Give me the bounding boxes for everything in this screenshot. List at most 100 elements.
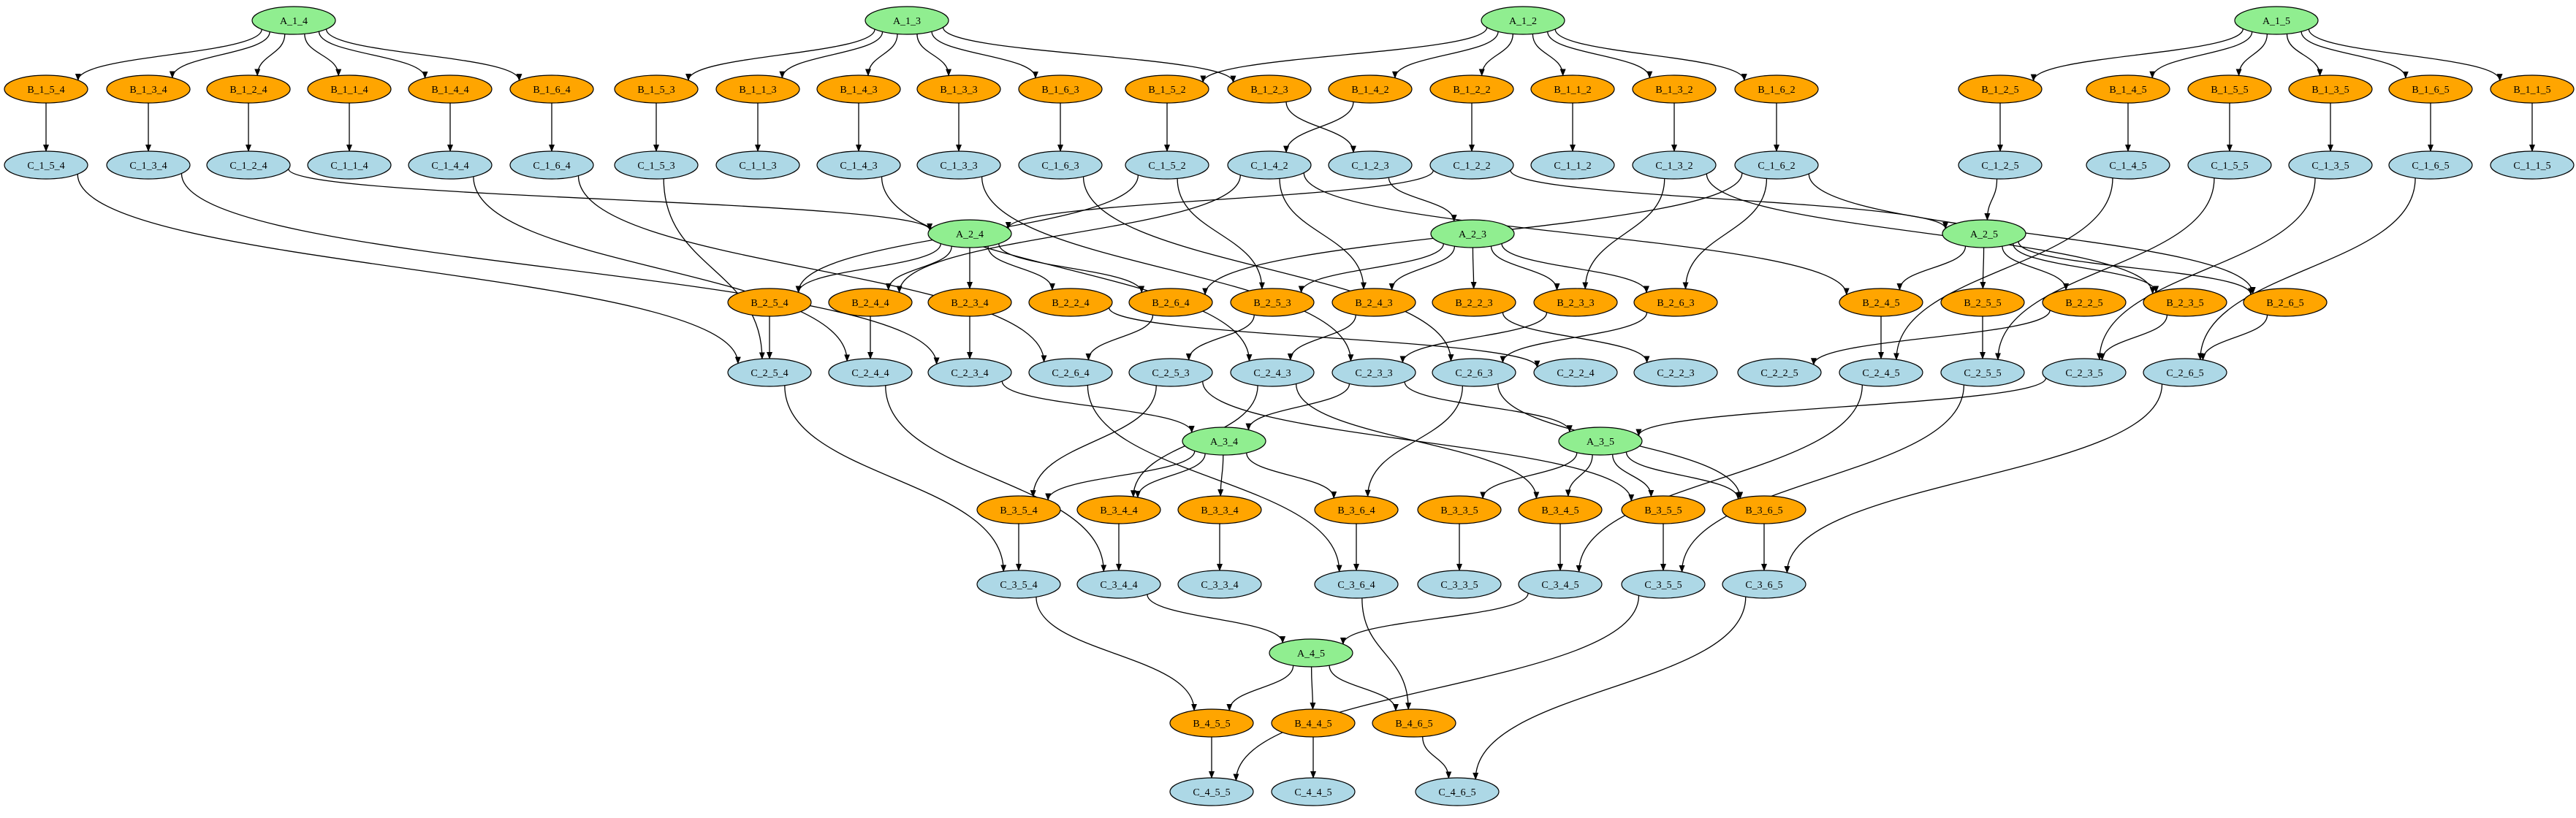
node-B_3_4_5[interactable]: B_3_4_5 xyxy=(1518,495,1603,524)
node-B_2_4_5[interactable]: B_2_4_5 xyxy=(1839,288,1923,317)
node-B_1_3_5[interactable]: B_1_3_5 xyxy=(2288,74,2373,104)
node-B_1_4_3[interactable]: B_1_4_3 xyxy=(816,74,901,104)
node-C_1_2_4[interactable]: C_1_2_4 xyxy=(206,150,291,180)
node-C_4_6_5[interactable]: C_4_6_5 xyxy=(1415,777,1500,806)
node-C_2_4_5[interactable]: C_2_4_5 xyxy=(1839,358,1923,387)
node-B_1_2_2[interactable]: B_1_2_2 xyxy=(1429,74,1514,104)
node-B_3_3_4[interactable]: B_3_3_4 xyxy=(1177,495,1262,524)
node-B_1_4_5[interactable]: B_1_4_5 xyxy=(2086,74,2170,104)
node-C_1_5_2[interactable]: C_1_5_2 xyxy=(1125,150,1209,180)
node-C_2_5_4[interactable]: C_2_5_4 xyxy=(727,358,812,387)
node-B_1_5_4[interactable]: B_1_5_4 xyxy=(4,74,88,104)
node-B_2_4_4[interactable]: B_2_4_4 xyxy=(828,288,913,317)
node-B_1_6_5[interactable]: B_1_6_5 xyxy=(2388,74,2473,104)
node-C_3_4_5[interactable]: C_3_4_5 xyxy=(1518,570,1603,599)
node-B_2_5_5[interactable]: B_2_5_5 xyxy=(1940,288,2025,317)
node-C_1_4_5[interactable]: C_1_4_5 xyxy=(2086,150,2170,180)
node-C_1_1_2[interactable]: C_1_1_2 xyxy=(1530,150,1615,180)
node-C_3_6_5[interactable]: C_3_6_5 xyxy=(1722,570,1806,599)
node-B_1_1_4[interactable]: B_1_1_4 xyxy=(307,74,392,104)
node-B_3_4_4[interactable]: B_3_4_4 xyxy=(1076,495,1161,524)
node-C_1_1_5[interactable]: C_1_1_5 xyxy=(2490,150,2575,180)
node-B_3_6_5[interactable]: B_3_6_5 xyxy=(1722,495,1806,524)
node-B_2_6_5[interactable]: B_2_6_5 xyxy=(2243,288,2328,317)
node-B_1_4_4[interactable]: B_1_4_4 xyxy=(408,74,493,104)
node-B_1_3_3[interactable]: B_1_3_3 xyxy=(916,74,1001,104)
node-B_1_6_2[interactable]: B_1_6_2 xyxy=(1734,74,1819,104)
node-C_1_4_4[interactable]: C_1_4_4 xyxy=(408,150,493,180)
node-C_1_4_2[interactable]: C_1_4_2 xyxy=(1227,150,1312,180)
node-B_2_4_3[interactable]: B_2_4_3 xyxy=(1331,288,1416,317)
node-A_2_5[interactable]: A_2_5 xyxy=(1942,219,2026,248)
node-A_1_5[interactable]: A_1_5 xyxy=(2234,6,2319,35)
node-C_2_6_3[interactable]: C_2_6_3 xyxy=(1432,358,1516,387)
node-B_1_5_5[interactable]: B_1_5_5 xyxy=(2187,74,2272,104)
node-B_1_5_2[interactable]: B_1_5_2 xyxy=(1125,74,1209,104)
node-C_1_5_3[interactable]: C_1_5_3 xyxy=(614,150,699,180)
node-C_3_5_4[interactable]: C_3_5_4 xyxy=(976,570,1061,599)
node-C_1_3_5[interactable]: C_1_3_5 xyxy=(2288,150,2373,180)
node-B_1_1_2[interactable]: B_1_1_2 xyxy=(1530,74,1615,104)
node-C_2_5_5[interactable]: C_2_5_5 xyxy=(1940,358,2025,387)
node-C_1_6_4[interactable]: C_1_6_4 xyxy=(509,150,594,180)
node-B_4_6_5[interactable]: B_4_6_5 xyxy=(1372,708,1456,738)
node-B_3_6_4[interactable]: B_3_6_4 xyxy=(1314,495,1399,524)
node-C_1_3_3[interactable]: C_1_3_3 xyxy=(916,150,1001,180)
node-C_1_6_2[interactable]: C_1_6_2 xyxy=(1734,150,1819,180)
node-A_3_5[interactable]: A_3_5 xyxy=(1558,427,1643,456)
node-C_1_4_3[interactable]: C_1_4_3 xyxy=(816,150,901,180)
node-B_1_4_2[interactable]: B_1_4_2 xyxy=(1328,74,1413,104)
node-C_1_5_5[interactable]: C_1_5_5 xyxy=(2187,150,2272,180)
node-C_2_3_5[interactable]: C_2_3_5 xyxy=(2042,358,2127,387)
node-A_3_4[interactable]: A_3_4 xyxy=(1182,427,1266,456)
node-C_2_2_5[interactable]: C_2_2_5 xyxy=(1737,358,1822,387)
node-B_4_4_5[interactable]: B_4_4_5 xyxy=(1271,708,1356,738)
node-B_1_2_3[interactable]: B_1_2_3 xyxy=(1227,74,1312,104)
node-B_1_1_3[interactable]: B_1_1_3 xyxy=(715,74,800,104)
node-B_3_5_5[interactable]: B_3_5_5 xyxy=(1621,495,1706,524)
node-C_1_5_4[interactable]: C_1_5_4 xyxy=(4,150,88,180)
node-C_1_6_5[interactable]: C_1_6_5 xyxy=(2388,150,2473,180)
node-A_2_3[interactable]: A_2_3 xyxy=(1430,219,1515,248)
node-B_3_5_4[interactable]: B_3_5_4 xyxy=(976,495,1061,524)
node-C_1_6_3[interactable]: C_1_6_3 xyxy=(1018,150,1103,180)
node-B_1_6_4[interactable]: B_1_6_4 xyxy=(509,74,594,104)
node-C_3_4_4[interactable]: C_3_4_4 xyxy=(1076,570,1161,599)
node-C_2_2_4[interactable]: C_2_2_4 xyxy=(1533,358,1618,387)
node-C_2_5_3[interactable]: C_2_5_3 xyxy=(1128,358,1213,387)
node-B_1_3_4[interactable]: B_1_3_4 xyxy=(106,74,191,104)
node-C_4_4_5[interactable]: C_4_4_5 xyxy=(1271,777,1356,806)
node-B_2_6_3[interactable]: B_2_6_3 xyxy=(1633,288,1718,317)
node-B_2_6_4[interactable]: B_2_6_4 xyxy=(1128,288,1213,317)
node-B_1_3_2[interactable]: B_1_3_2 xyxy=(1632,74,1717,104)
node-C_2_4_3[interactable]: C_2_4_3 xyxy=(1230,358,1315,387)
node-C_2_3_4[interactable]: C_2_3_4 xyxy=(927,358,1012,387)
node-C_3_5_5[interactable]: C_3_5_5 xyxy=(1621,570,1706,599)
node-C_3_3_5[interactable]: C_3_3_5 xyxy=(1417,570,1502,599)
node-C_2_2_3[interactable]: C_2_2_3 xyxy=(1633,358,1718,387)
node-C_2_6_4[interactable]: C_2_6_4 xyxy=(1028,358,1113,387)
node-B_4_5_5[interactable]: B_4_5_5 xyxy=(1169,708,1254,738)
node-B_1_2_4[interactable]: B_1_2_4 xyxy=(206,74,291,104)
node-C_3_3_4[interactable]: C_3_3_4 xyxy=(1177,570,1262,599)
node-C_1_2_5[interactable]: C_1_2_5 xyxy=(1958,150,2043,180)
node-C_2_3_3[interactable]: C_2_3_3 xyxy=(1331,358,1416,387)
node-C_1_2_3[interactable]: C_1_2_3 xyxy=(1328,150,1413,180)
node-B_3_3_5[interactable]: B_3_3_5 xyxy=(1417,495,1502,524)
node-C_4_5_5[interactable]: C_4_5_5 xyxy=(1169,777,1254,806)
node-A_1_2[interactable]: A_1_2 xyxy=(1481,6,1565,35)
node-C_1_3_4[interactable]: C_1_3_4 xyxy=(106,150,191,180)
node-B_2_3_3[interactable]: B_2_3_3 xyxy=(1533,288,1618,317)
node-C_1_2_2[interactable]: C_1_2_2 xyxy=(1429,150,1514,180)
node-C_3_6_4[interactable]: C_3_6_4 xyxy=(1314,570,1399,599)
node-B_2_3_4[interactable]: B_2_3_4 xyxy=(927,288,1012,317)
node-A_1_4[interactable]: A_1_4 xyxy=(251,6,336,35)
node-B_2_2_3[interactable]: B_2_2_3 xyxy=(1432,288,1516,317)
node-C_2_4_4[interactable]: C_2_4_4 xyxy=(828,358,913,387)
node-B_2_3_5[interactable]: B_2_3_5 xyxy=(2143,288,2227,317)
node-C_1_1_3[interactable]: C_1_1_3 xyxy=(715,150,800,180)
node-B_2_2_4[interactable]: B_2_2_4 xyxy=(1028,288,1113,317)
node-B_2_5_4[interactable]: B_2_5_4 xyxy=(727,288,812,317)
node-A_1_3[interactable]: A_1_3 xyxy=(865,6,949,35)
node-B_2_2_5[interactable]: B_2_2_5 xyxy=(2042,288,2127,317)
